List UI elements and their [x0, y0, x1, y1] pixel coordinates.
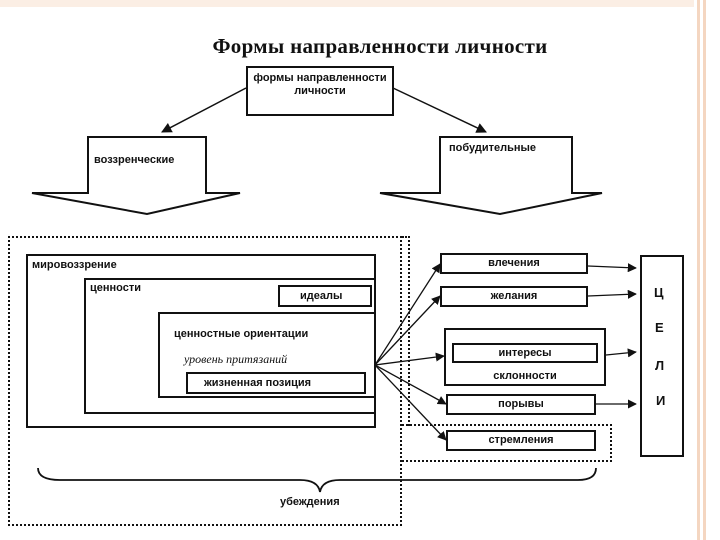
fan-arrow-drives: [374, 263, 441, 366]
root-left-arrow: [161, 87, 247, 133]
goal-letter-4: И: [656, 393, 666, 408]
life-position-label: жизненная позиция: [204, 377, 312, 389]
page-title: Формы направленности личности: [212, 34, 548, 58]
beliefs-label: убеждения: [280, 496, 340, 508]
root-label: формы направленности личности: [253, 72, 387, 97]
goal-letter-3: Л: [655, 358, 665, 373]
fan-arrow-impulses: [374, 364, 447, 405]
goal-arrow-2: [587, 289, 637, 299]
slide-frame-right: [694, 0, 720, 540]
impulses-box: [446, 394, 596, 415]
life-position-box: [186, 372, 366, 394]
fan-arrow-strivings: [374, 364, 447, 441]
beliefs-brace: [37, 467, 597, 493]
fan-arrow-wishes: [374, 295, 441, 366]
right-block-arrow: [379, 136, 603, 216]
value-orientations-label: ценностные ориентации: [174, 328, 309, 340]
ideals-box: [278, 285, 372, 307]
strivings-dotted-frame: [402, 424, 612, 462]
ideals-label: идеалы: [300, 290, 343, 302]
goal-arrow-1: [587, 263, 637, 273]
goal-arrow-3: [605, 348, 637, 358]
drives-label: влечения: [488, 257, 540, 269]
wishes-label: желания: [490, 290, 538, 302]
branch-left-label: воззренческие: [94, 154, 175, 166]
strivings-label: стремления: [488, 434, 554, 446]
root-box: [246, 66, 394, 116]
interests-box: [452, 343, 598, 363]
inclinations-label: склонности: [493, 370, 557, 382]
wishes-box: [440, 286, 588, 307]
interests-label: интересы: [498, 347, 552, 359]
impulses-label: порывы: [498, 398, 544, 410]
motivational-dotted-frame: [402, 236, 410, 426]
left-block-arrow: [31, 136, 241, 216]
slide-frame-top: [0, 0, 720, 7]
branch-right-label: побудительные: [449, 142, 537, 154]
root-right-arrow: [392, 87, 487, 133]
goal-letter-2: Е: [655, 320, 664, 335]
values-label: ценности: [90, 282, 142, 294]
aspiration-level-label: уровень притязаний: [184, 352, 288, 366]
goals-box: [640, 255, 684, 457]
worldview-label: мировоззрение: [32, 259, 117, 271]
strivings-box: [446, 430, 596, 451]
goal-letter-1: Ц: [654, 285, 664, 300]
drives-box: [440, 253, 588, 274]
beliefs-dotted-frame: [8, 236, 402, 526]
